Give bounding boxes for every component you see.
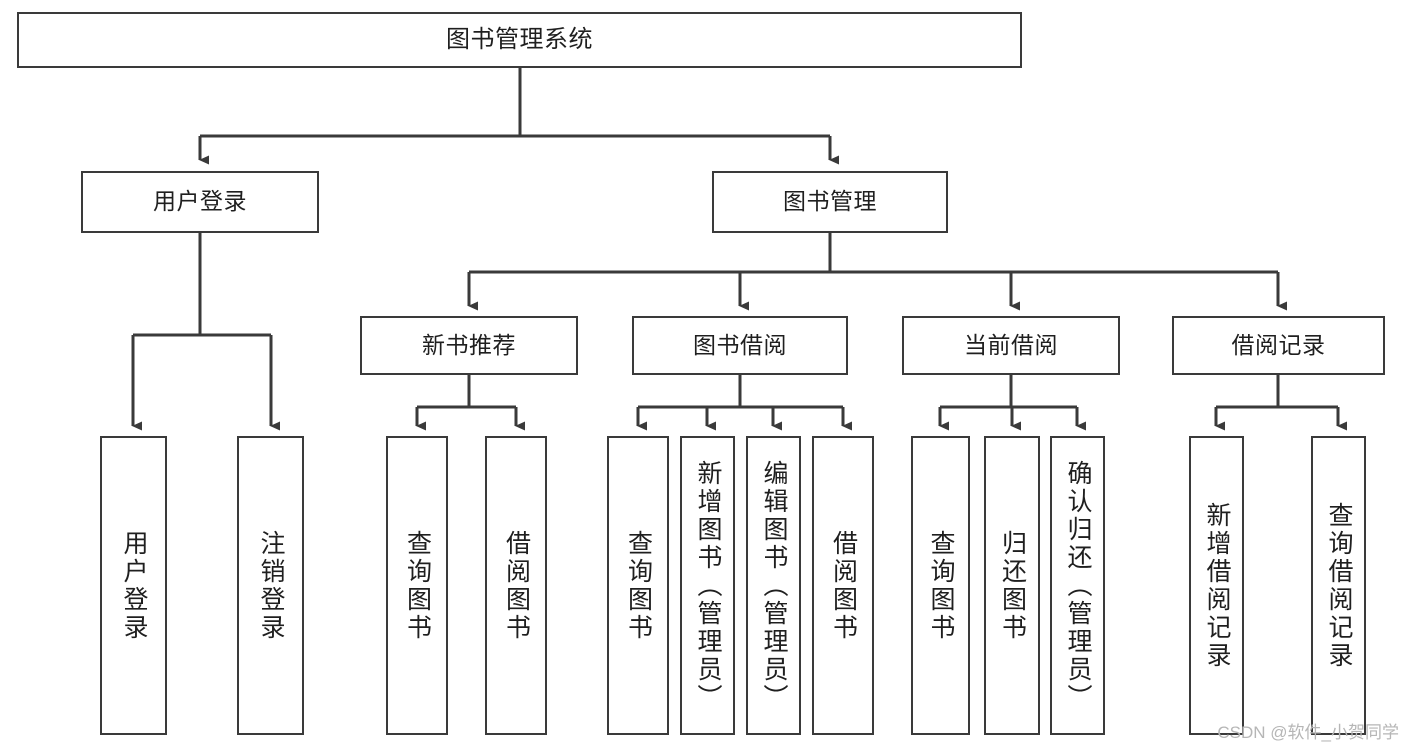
node-leaf-rec-query[interactable]: 查询图书: [386, 436, 448, 735]
node-leaf-borrow-edit[interactable]: 编辑图书（管理员）: [746, 436, 801, 735]
node-leaf-cur-query-label: 查询图书: [927, 529, 955, 642]
node-leaf-cur-return-label: 归还图书: [998, 529, 1027, 642]
node-user-login[interactable]: 用户登录: [81, 171, 319, 233]
node-leaf-user-login[interactable]: 用户登录: [100, 436, 167, 735]
node-leaf-rec-add-label: 新增借阅记录: [1203, 501, 1231, 670]
watermark: CSDN @软件_小贺同学: [1217, 723, 1399, 742]
node-leaf-logout-label: 注销登录: [257, 529, 285, 642]
node-leaf-cur-confirm-label: 确认归还（管理员）: [1064, 459, 1092, 712]
node-leaf-borrow-query-label: 查询图书: [624, 529, 653, 642]
node-leaf-borrow-add[interactable]: 新增图书（管理员）: [680, 436, 735, 735]
node-leaf-cur-return[interactable]: 归还图书: [984, 436, 1040, 735]
node-leaf-rec-query2[interactable]: 查询借阅记录: [1311, 436, 1366, 735]
node-leaf-cur-query[interactable]: 查询图书: [911, 436, 970, 735]
node-book-manage-label: 图书管理: [783, 188, 877, 215]
node-root-label: 图书管理系统: [446, 25, 593, 53]
node-leaf-rec-query-label: 查询图书: [403, 529, 432, 642]
node-borrow-record[interactable]: 借阅记录: [1172, 316, 1385, 375]
node-leaf-borrow-query[interactable]: 查询图书: [607, 436, 669, 735]
node-leaf-user-login-label: 用户登录: [120, 529, 148, 642]
node-leaf-borrow-lend[interactable]: 借阅图书: [812, 436, 874, 735]
node-new-book-rec[interactable]: 新书推荐: [360, 316, 578, 375]
node-leaf-cur-confirm[interactable]: 确认归还（管理员）: [1050, 436, 1105, 735]
node-leaf-borrow-edit-label: 编辑图书（管理员）: [760, 459, 788, 712]
node-new-book-rec-label: 新书推荐: [422, 331, 516, 358]
node-user-login-label: 用户登录: [153, 188, 247, 215]
node-leaf-borrow-add-label: 新增图书（管理员）: [694, 459, 722, 712]
node-leaf-borrow-lend-label: 借阅图书: [829, 529, 858, 642]
node-borrow-record-label: 借阅记录: [1231, 331, 1326, 358]
node-leaf-rec-borrow-label: 借阅图书: [502, 529, 531, 642]
node-leaf-rec-query2-label: 查询借阅记录: [1325, 501, 1353, 670]
node-current-borrow-label: 当前借阅: [964, 331, 1058, 358]
node-book-borrow[interactable]: 图书借阅: [632, 316, 848, 375]
node-root[interactable]: 图书管理系统: [17, 12, 1022, 68]
node-book-manage[interactable]: 图书管理: [712, 171, 948, 233]
node-leaf-rec-borrow[interactable]: 借阅图书: [485, 436, 547, 735]
node-current-borrow[interactable]: 当前借阅: [902, 316, 1120, 375]
node-book-borrow-label: 图书借阅: [693, 331, 787, 358]
node-leaf-rec-add[interactable]: 新增借阅记录: [1189, 436, 1244, 735]
node-leaf-logout[interactable]: 注销登录: [237, 436, 304, 735]
